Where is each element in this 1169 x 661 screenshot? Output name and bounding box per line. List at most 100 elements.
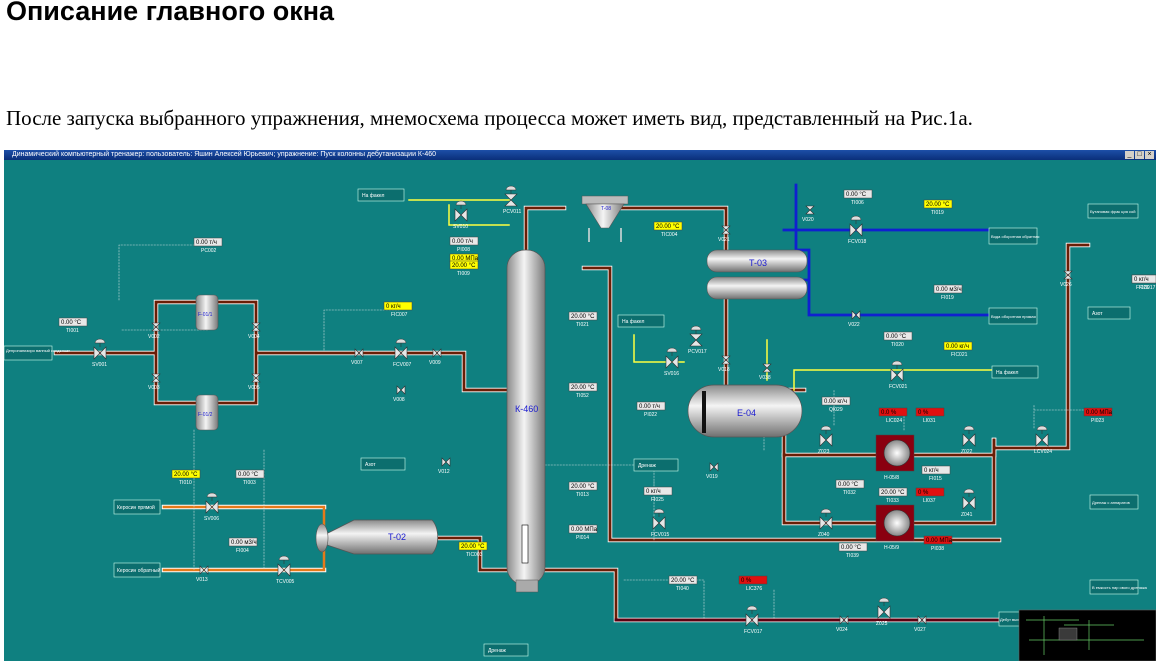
valve-pcv017[interactable]: PCV017 — [688, 325, 707, 355]
target-nitrogen-1[interactable]: Азот — [360, 457, 406, 471]
reading-PI005-value: 0.00 МПа — [452, 256, 479, 262]
exchanger-t03[interactable]: T-03 — [706, 249, 808, 300]
reading-PI022-value: 0.00 т/ч — [639, 404, 660, 410]
reading-PI023-tag: PI023 — [1091, 418, 1104, 424]
valve-lcv024-label: LCV024 — [1034, 449, 1052, 455]
valve-sv001[interactable]: SV001 — [92, 338, 107, 368]
valve-tcv005[interactable]: TCV005 — [276, 555, 295, 585]
target-water-return[interactable]: Вода оборотная прямая — [988, 307, 1038, 325]
pump-h058[interactable]: H-05/8 — [875, 434, 915, 481]
target-butane[interactable]: Бутановая фрак ция сой — [1087, 203, 1139, 219]
valve-fcv007[interactable]: FCV007 — [393, 338, 412, 368]
target-feed[interactable]: Депропанизиро ванный конденсат — [4, 345, 70, 361]
reading-FI025-tag: FI025 — [651, 497, 664, 503]
valve-v009[interactable]: V009 — [429, 348, 442, 366]
valve-v038[interactable]: V038 — [759, 363, 772, 381]
valve-z023-label: Z023 — [818, 449, 830, 455]
valve-v021-label: V021 — [718, 237, 730, 243]
reading-TI006-tag: TI006 — [851, 200, 864, 206]
valve-v003-label: V003 — [148, 385, 160, 391]
svg-text:Вода оборотная обратная: Вода оборотная обратная — [991, 234, 1039, 239]
valve-v020-label: V020 — [802, 217, 814, 223]
valve-sv006-label: SV006 — [204, 516, 219, 522]
valve-lcv024[interactable]: LCV024 — [1034, 425, 1052, 455]
valve-v018[interactable]: V018 — [718, 355, 731, 373]
valve-v013-label: V013 — [196, 577, 208, 583]
svg-text:Бутановая фрак ция сой: Бутановая фрак ция сой — [1090, 209, 1135, 214]
valve-fcv021[interactable]: FCV021 — [889, 360, 908, 390]
reading-FIC021-value: 0.00 кг/ч — [946, 344, 969, 350]
reading-TI019-tag: TI019 — [931, 210, 944, 216]
valve-v020[interactable]: V020 — [802, 205, 815, 223]
vessel-t02[interactable]: T-02 — [315, 519, 438, 555]
valve-pcv011-label: PCV011 — [503, 209, 521, 215]
overview-minimap[interactable] — [1018, 609, 1156, 661]
reading-TI040-value: 20.00 °C — [671, 578, 695, 584]
filter-f012[interactable]: F-01/2 — [195, 394, 219, 431]
valve-v022[interactable]: V022 — [848, 310, 861, 328]
reading-PI023-value: 0.00 МПа — [1086, 410, 1113, 416]
filter-f011[interactable]: F-01/1 — [195, 294, 219, 331]
valve-z023[interactable]: Z023 — [818, 425, 833, 455]
reading-LIC024: 0.0 %LIC024 — [878, 407, 908, 424]
column-k460[interactable]: К-460 — [506, 249, 546, 593]
valve-v004[interactable]: V004 — [248, 322, 261, 340]
valve-v008[interactable]: V008 — [393, 385, 406, 403]
reading-TIC003-value: 20.00 °C — [461, 544, 485, 550]
valve-v002[interactable]: V002 — [148, 322, 161, 340]
valve-z022[interactable]: Z022 — [961, 425, 976, 455]
valve-v013[interactable]: V013 — [196, 565, 209, 583]
target-kerosene-return[interactable]: Керосин обратный — [113, 562, 160, 578]
target-drain-2[interactable]: Дренаж — [483, 643, 529, 657]
valve-z041[interactable]: Z041 — [961, 488, 976, 518]
target-kerosene-direct[interactable]: Керосин прямой — [113, 499, 161, 515]
valve-v007[interactable]: V007 — [351, 348, 364, 366]
target-tank-park[interactable]: В емкость пар ового дренажа — [1089, 579, 1148, 595]
reading-PC002-tag: PC002 — [201, 248, 217, 254]
valve-fcv018[interactable]: FCV018 — [848, 215, 867, 245]
minimize-button[interactable]: _ — [1125, 151, 1134, 159]
valve-v024[interactable]: V024 — [836, 615, 849, 633]
valve-v026[interactable]: V026 — [1060, 270, 1073, 288]
target-flare-2[interactable]: На факел — [617, 314, 665, 328]
reading-TI020-value: 0.00 °C — [886, 334, 907, 340]
reading-FI026-value: 0 кг/ч — [1134, 277, 1149, 283]
reading-FI019-tag: FI019 — [941, 295, 954, 301]
reading-TI021-value: 20.00 °C — [571, 314, 595, 320]
target-water-direct[interactable]: Вода оборотная обратная — [988, 227, 1039, 245]
svg-text:Дренаж: Дренаж — [638, 463, 656, 469]
close-button[interactable]: × — [1145, 151, 1154, 159]
valve-sv006[interactable]: SV006 — [204, 492, 219, 522]
valve-v027[interactable]: V027 — [914, 615, 927, 633]
valve-v005[interactable]: V005 — [248, 373, 261, 391]
valve-v012[interactable]: V012 — [438, 457, 451, 475]
target-drain-apparatus[interactable]: Дренаж с аппаратов — [1089, 494, 1139, 510]
target-nitrogen-2[interactable]: Азот — [1087, 306, 1131, 320]
valve-z025[interactable]: Z025 — [876, 597, 891, 627]
reading-TI032-value: 0.00 °C — [838, 482, 859, 488]
reading-FI015-tag: FI015 — [929, 476, 942, 482]
target-flare-3[interactable]: На факел — [991, 365, 1039, 379]
reading-TI003-tag: TI003 — [243, 480, 256, 486]
maximize-button[interactable]: □ — [1135, 151, 1144, 159]
target-drain-1[interactable]: Дренаж — [633, 458, 679, 472]
valve-z040[interactable]: Z040 — [818, 508, 833, 538]
reading-TI010-tag: TI010 — [179, 480, 192, 486]
valve-v019[interactable]: V019 — [706, 462, 719, 480]
valve-sv016[interactable]: SV016 — [664, 347, 679, 377]
valve-pcv011[interactable]: PCV011 — [503, 185, 521, 215]
valve-v021[interactable]: V021 — [718, 225, 731, 243]
vessel-e04[interactable]: E-04 — [687, 384, 803, 438]
valve-fcv015[interactable]: FCV015 — [651, 508, 670, 538]
pump-h059[interactable]: H-05/9 — [875, 504, 915, 551]
reading-TIC004-value: 20.00 °C — [656, 224, 680, 230]
valve-sv010[interactable]: SV010 — [453, 200, 468, 230]
valve-v003[interactable]: V003 — [148, 373, 161, 391]
valve-v007-label: V007 — [351, 360, 363, 366]
target-flare-1[interactable]: На факел — [357, 188, 405, 202]
hopper-t08[interactable]: T-08 — [581, 195, 629, 242]
valve-fcv017[interactable]: FCV017 — [744, 605, 763, 635]
